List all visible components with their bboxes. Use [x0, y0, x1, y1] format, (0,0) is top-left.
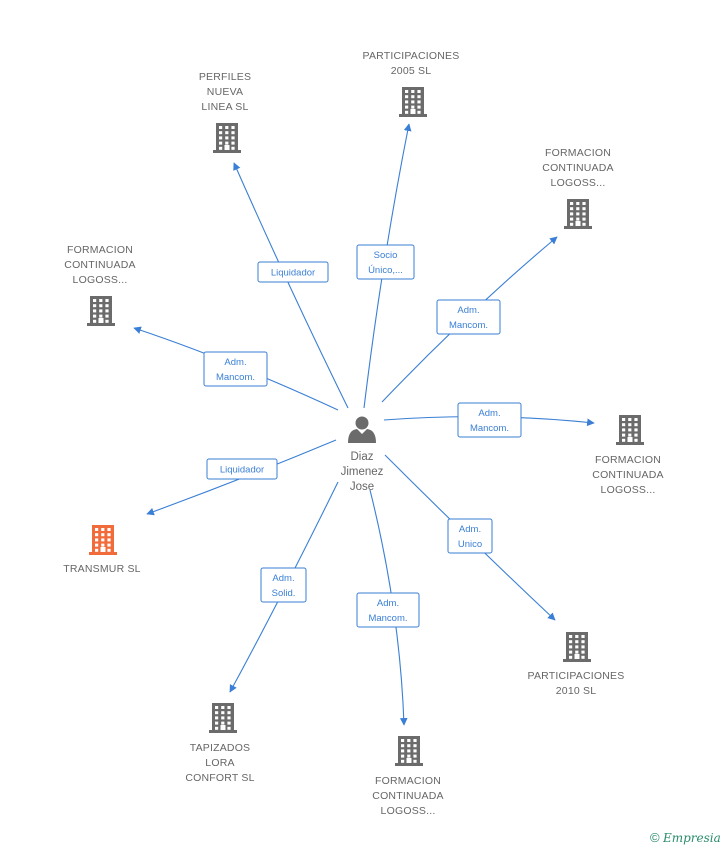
company-name[interactable]: FORMACION	[595, 454, 661, 466]
company-name[interactable]: FORMACION	[67, 244, 133, 256]
nodes-layer: PERFILES NUEVA LINEA SL PARTICIPACIONES 2005…	[63, 50, 663, 817]
company-name[interactable]: PARTICIPACIONES	[363, 50, 460, 62]
company-name[interactable]: LOGOSS...	[551, 177, 606, 189]
building-icon	[209, 703, 237, 733]
company-node-transmur[interactable]: TRANSMUR SL	[63, 525, 141, 575]
person-name[interactable]: Diaz	[350, 451, 373, 463]
edge-label-text: Adm.	[478, 408, 500, 419]
building-icon	[399, 87, 427, 117]
building-icon	[87, 296, 115, 326]
company-name[interactable]: 2005 SL	[391, 65, 432, 77]
edge-label-text: Mancom.	[368, 613, 407, 624]
person-name[interactable]: Jimenez	[341, 466, 384, 478]
company-name[interactable]: LOGOSS...	[601, 484, 656, 496]
edge-form-ne: Adm. Mancom.	[381, 236, 558, 403]
company-name[interactable]: FORMACION	[545, 147, 611, 159]
edge-label-text: Mancom.	[216, 372, 255, 383]
edge-part2005: SocioÚnico,...	[356, 123, 415, 409]
edge-label-box[interactable]	[203, 351, 268, 387]
edge-form-s: Adm. Mancom.	[356, 489, 420, 726]
company-node-part2005[interactable]: PARTICIPACIONES 2005 SL	[363, 50, 460, 117]
edge-form-w: Adm. Mancom.	[133, 326, 339, 411]
building-icon	[564, 199, 592, 229]
company-node-perfiles[interactable]: PERFILES NUEVA LINEA SL	[199, 71, 251, 153]
edge-label-text: Adm.	[272, 573, 294, 584]
brand-name: Empresia	[662, 831, 721, 845]
building-icon	[563, 632, 591, 662]
company-name[interactable]: LOGOSS...	[381, 805, 436, 817]
footer-brand: © Empresia	[650, 830, 721, 845]
company-name[interactable]: NUEVA	[207, 86, 243, 98]
edge-tapizados: Adm. Solid.	[229, 481, 339, 693]
company-name[interactable]: LORA	[205, 757, 234, 769]
building-icon	[616, 415, 644, 445]
edge-label-box[interactable]	[260, 567, 307, 603]
edge-label-text: Socio	[374, 250, 398, 261]
person-icon	[348, 416, 376, 443]
edge-label-text: Adm.	[224, 357, 246, 368]
edge-label-text: Mancom.	[470, 423, 509, 434]
company-node-form-s[interactable]: FORMACION CONTINUADA LOGOSS...	[372, 736, 444, 817]
company-name[interactable]: LOGOSS...	[73, 274, 128, 286]
edge-label-box[interactable]	[447, 518, 493, 554]
company-name[interactable]: LINEA SL	[201, 101, 248, 113]
edge-label-text: Mancom.	[449, 320, 488, 331]
company-name[interactable]: CONTINUADA	[542, 162, 613, 174]
company-name[interactable]: CONTINUADA	[592, 469, 663, 481]
edge-label-text: Liquidador	[271, 268, 315, 279]
edge-line	[233, 162, 349, 409]
edge-label-text: Solid.	[272, 588, 296, 599]
edge-part2010: Adm. Unico	[384, 454, 556, 621]
company-name[interactable]: TAPIZADOS	[190, 742, 251, 754]
company-name[interactable]: CONTINUADA	[64, 259, 135, 271]
company-name[interactable]: 2010 SL	[556, 685, 597, 697]
company-node-form-e[interactable]: FORMACION CONTINUADA LOGOSS...	[592, 415, 664, 496]
edge-label-text: Adm.	[457, 305, 479, 316]
company-name[interactable]: TRANSMUR SL	[63, 563, 140, 575]
edge-label-box[interactable]	[436, 299, 501, 335]
edge-label-text: Unico	[458, 539, 482, 550]
edge-label-text: Liquidador	[220, 465, 264, 476]
edge-label-text: Adm.	[459, 524, 481, 535]
person-name[interactable]: Jose	[350, 481, 374, 493]
company-name[interactable]: PERFILES	[199, 71, 251, 83]
edge-form-e: Adm. Mancom.	[383, 402, 595, 438]
company-node-form-ne[interactable]: FORMACION CONTINUADA LOGOSS...	[542, 147, 614, 229]
edge-label-box[interactable]	[257, 261, 329, 283]
company-name[interactable]: PARTICIPACIONES	[528, 670, 625, 682]
edge-label-box[interactable]	[356, 592, 420, 628]
edge-transmur: Liquidador	[146, 439, 337, 516]
company-name[interactable]: FORMACION	[375, 775, 441, 787]
edge-label-box[interactable]	[457, 402, 522, 438]
edge-label-box[interactable]	[206, 458, 278, 480]
edge-perfiles: Liquidador	[233, 162, 349, 409]
edge-label-text: Adm.	[377, 598, 399, 609]
company-node-part2010[interactable]: PARTICIPACIONES 2010 SL	[528, 632, 625, 697]
building-icon	[395, 736, 423, 766]
company-name[interactable]: CONFORT SL	[185, 772, 254, 784]
building-icon	[213, 123, 241, 153]
company-name[interactable]: CONTINUADA	[372, 790, 443, 802]
edge-label-text: Único,...	[368, 265, 403, 276]
building-icon	[89, 525, 117, 555]
copyright-symbol: ©	[650, 830, 660, 845]
company-node-tapizados[interactable]: TAPIZADOS LORA CONFORT SL	[185, 703, 254, 784]
edge-label-box[interactable]	[356, 244, 415, 280]
company-node-form-w[interactable]: FORMACION CONTINUADA LOGOSS...	[64, 244, 136, 326]
